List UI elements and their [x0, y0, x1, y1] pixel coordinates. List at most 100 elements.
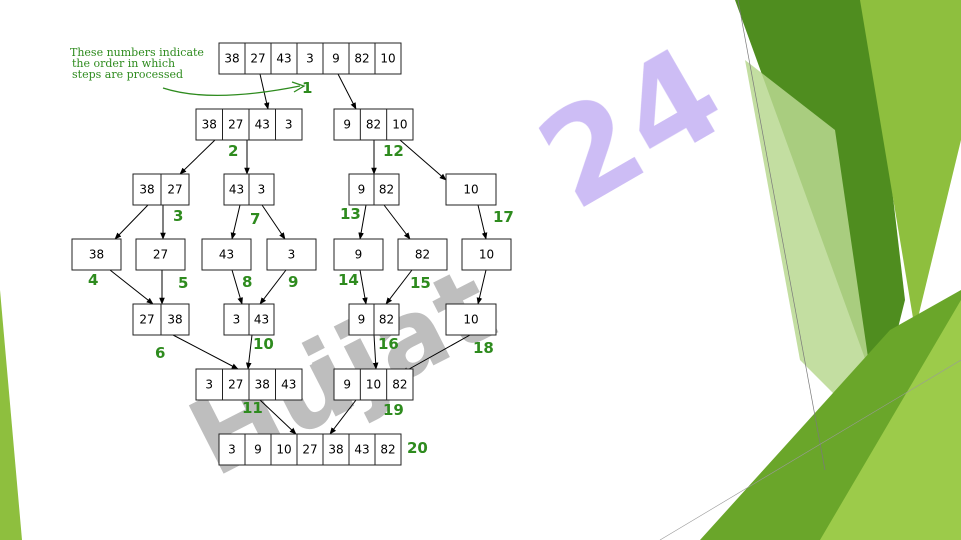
arrow: [114, 204, 149, 240]
step-number: 11: [242, 399, 263, 417]
arrow: [476, 269, 487, 305]
array-cell-value: 38: [89, 248, 104, 262]
array-cell-value: 38: [255, 378, 270, 392]
array-cell-value: 43: [281, 378, 296, 392]
array-box-frame: [397, 238, 448, 271]
step-number: 6: [155, 344, 165, 362]
step-number: 12: [383, 142, 404, 160]
array-cell-value: 43: [219, 248, 234, 262]
array-cell-value: 43: [254, 313, 269, 327]
step-number: 3: [173, 207, 183, 225]
array-cell-value: 38: [202, 118, 217, 132]
array-cell-value: 9: [358, 313, 366, 327]
array-cell-value: 43: [255, 118, 270, 132]
arrow: [337, 73, 357, 110]
array-cell-value: 10: [366, 378, 381, 392]
step-number: 10: [253, 335, 274, 353]
array-box-a6: 10: [445, 173, 497, 206]
array-box-a16: 9 82: [348, 303, 400, 336]
array-cell-value: 38: [139, 183, 154, 197]
step-number: 13: [340, 205, 361, 223]
array-cell-value: 3: [285, 118, 293, 132]
array-box-a7: 38: [71, 238, 122, 271]
array-box-frame: [201, 238, 252, 271]
array-box-frame: [71, 238, 122, 271]
array-cell-value: 10: [479, 248, 494, 262]
step-number: 17: [493, 208, 514, 226]
array-cell-value: 27: [228, 378, 243, 392]
array-cell-value: 10: [463, 313, 478, 327]
array-box-frame: [333, 108, 414, 141]
array-cell-value: 3: [288, 248, 296, 262]
note-pointer-head: [291, 81, 306, 93]
step-number: 19: [383, 401, 404, 419]
step-number: 9: [288, 273, 298, 291]
array-cell-value: 10: [463, 183, 478, 197]
array-cell-value: 10: [380, 52, 395, 66]
array-cell-value: 82: [380, 443, 395, 457]
array-cell-value: 9: [343, 378, 351, 392]
array-cell-value: 82: [415, 248, 430, 262]
step-number: 14: [338, 271, 359, 289]
note-line-1: These numbers indicate: [70, 46, 204, 59]
arrow: [383, 204, 411, 240]
thin-line-2: [659, 359, 961, 540]
step-number: 4: [88, 271, 98, 289]
array-cell-value: 3: [306, 52, 314, 66]
array-box-frame: [333, 238, 384, 271]
arrow: [477, 204, 488, 240]
array-box-a10: 3: [266, 238, 317, 271]
array-box-frame: [445, 303, 497, 336]
green-shape-pale-middle: [745, 60, 880, 440]
array-box-frame: [218, 433, 402, 466]
array-cell-value: 27: [250, 52, 265, 66]
array-box-frame: [135, 238, 186, 271]
array-cell-value: 38: [328, 443, 343, 457]
array-cell-value: 82: [379, 313, 394, 327]
array-box-a18: 3 27 38 43: [195, 368, 303, 401]
arrow: [399, 139, 447, 181]
array-cell-value: 43: [354, 443, 369, 457]
array-box-a8: 27: [135, 238, 186, 271]
array-box-a17: 10: [445, 303, 497, 336]
arrow: [230, 204, 241, 240]
array-box-a15: 3 43: [223, 303, 275, 336]
array-cell-value: 27: [153, 248, 168, 262]
array-cell-value: 3: [205, 378, 213, 392]
step-number: 7: [250, 210, 260, 228]
note-line-3: steps are processed: [72, 68, 183, 81]
array-cell-value: 82: [366, 118, 381, 132]
array-box-a12: 82: [397, 238, 448, 271]
arrow: [245, 334, 253, 370]
array-box-frame: [266, 238, 317, 271]
array-cell-value: 43: [229, 183, 244, 197]
arrow-layer: [109, 73, 488, 435]
array-cell-value: 9: [332, 52, 340, 66]
watermark: Hu ijat 24: [171, 17, 747, 501]
array-cell-value: 9: [358, 183, 366, 197]
step-number: 20: [407, 439, 428, 457]
note-pointer-curve: [162, 85, 301, 97]
arrow: [231, 269, 243, 305]
array-cell-value: 3: [233, 313, 241, 327]
array-cell-value: 27: [167, 183, 182, 197]
step-number: 8: [242, 273, 252, 291]
arrow: [358, 204, 367, 240]
step-number: 15: [410, 274, 431, 292]
note: These numbers indicate the order in whic…: [70, 46, 306, 97]
watermark-text-part3: 24: [515, 17, 748, 239]
arrow: [261, 204, 286, 240]
array-cell-value: 9: [343, 118, 351, 132]
array-cell-value: 38: [224, 52, 239, 66]
arrow: [179, 139, 216, 175]
thin-line-1: [737, 0, 826, 471]
array-cell-value: 43: [276, 52, 291, 66]
note-line-2: the order in which: [72, 57, 175, 70]
